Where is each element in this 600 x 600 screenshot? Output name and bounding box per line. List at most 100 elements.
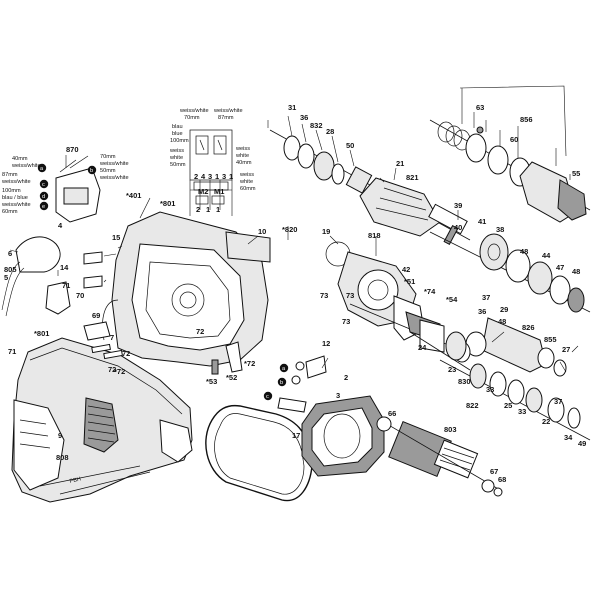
part-832: 832 [310, 121, 323, 130]
part-48b: 48 [572, 267, 580, 276]
wire-top-left-1: weiss/white [179, 108, 209, 114]
part-38: 38 [496, 225, 504, 234]
part-74: *74 [424, 287, 436, 296]
part-39: 39 [454, 201, 462, 210]
wire-top-right-2: 87mm [218, 115, 234, 121]
wire-side-r5: white [239, 179, 253, 185]
switch-term-4: 1 [215, 172, 219, 181]
switch-assembly [1, 155, 103, 317]
part-33b: 33 [518, 407, 526, 416]
part-3: 3 [336, 391, 340, 400]
part-821: 821 [406, 173, 419, 182]
callout-b-2: b [280, 380, 283, 386]
spindle-assembly [269, 129, 471, 246]
part-21: 21 [396, 159, 404, 168]
part-52: *52 [226, 373, 237, 382]
part-72a: *72 [244, 359, 255, 368]
switch-term-5: 3 [222, 172, 226, 181]
wire-note-r4: weiss/white [99, 175, 129, 181]
brand-text: PBH [69, 476, 82, 485]
cover-plate [225, 231, 271, 263]
part-labels: 31 36 832 28 50 21 821 39 40 41 38 48 44… [4, 103, 586, 484]
part-28: 28 [326, 127, 334, 136]
part-870: 870 [66, 145, 79, 154]
wire-side-r4: weiss [239, 172, 254, 178]
part-47: 47 [556, 263, 564, 272]
small-parts-left [83, 321, 327, 413]
part-71a: 71 [62, 281, 70, 290]
rear-housing: PBH [11, 337, 193, 503]
part-6: 6 [8, 249, 12, 258]
wire-note-l7: weiss/white [1, 202, 31, 208]
part-10: 10 [258, 227, 266, 236]
wire-side-r3: 40mm [236, 160, 252, 166]
part-34: 34 [564, 433, 573, 442]
wire-top-right-1: weiss/white [213, 108, 243, 114]
stator-2 [301, 395, 385, 477]
wobble-mechanism [409, 319, 471, 371]
switch-term-6: 1 [229, 172, 233, 181]
part-19: 19 [322, 227, 330, 236]
part-25: 25 [504, 401, 512, 410]
part-37b: 37 [554, 397, 562, 406]
wire-note-l4: weiss/white [1, 179, 31, 185]
part-17: 17 [292, 431, 300, 440]
part-24: 24 [418, 343, 427, 352]
part-73c: 73 [342, 317, 350, 326]
part-48: 48 [520, 247, 528, 256]
wire-side-l6: 50mm [170, 162, 186, 168]
leader-lines [9, 85, 579, 373]
wire-note-r1: 70mm [100, 154, 116, 160]
part-22: 22 [542, 417, 550, 426]
switch-term-1: 2 [194, 172, 198, 181]
callout-c-2: c [266, 394, 269, 400]
wire-note-l1: 40mm [12, 156, 28, 162]
callout-circles: a b c d e a b c [37, 163, 289, 401]
part-12: 12 [322, 339, 330, 348]
part-50: 50 [346, 141, 354, 150]
wire-side-l4: weiss [169, 148, 184, 154]
part-36b: 36 [478, 307, 486, 316]
part-53: *53 [206, 377, 217, 386]
wire-note-l2: weiss/white [11, 163, 41, 169]
part-66: 66 [388, 409, 396, 418]
part-33a: 33 [486, 385, 494, 394]
wire-note-l3: 87mm [2, 172, 18, 178]
part-808: 808 [56, 453, 69, 462]
callout-a-1: a [40, 166, 44, 172]
part-60: 60 [510, 135, 518, 144]
part-67: 67 [490, 467, 498, 476]
wire-top-left-2: 70mm [184, 115, 200, 121]
switch-bottom-3: 1 [216, 205, 220, 214]
part-2: 2 [344, 373, 348, 382]
callout-c-1: c [42, 182, 45, 188]
part-70: 70 [76, 291, 84, 300]
part-51: *51 [404, 277, 415, 286]
part-27: 27 [562, 345, 570, 354]
part-54: *54 [446, 295, 458, 304]
rotor-803 [376, 416, 503, 497]
part-31: 31 [288, 103, 296, 112]
part-826: 826 [522, 323, 535, 332]
part-7: 7 [110, 333, 114, 342]
part-44: 44 [542, 251, 551, 260]
wiring-notes-left: 40mm weiss/white 87mm weiss/white 100mm … [1, 154, 129, 215]
part-72e: 72 [108, 365, 116, 374]
switch-bottom-2: 1 [206, 205, 210, 214]
motor-m1-label: M1 [214, 187, 224, 196]
part-29: 29 [500, 305, 508, 314]
part-14: 14 [60, 263, 69, 272]
wiring-schematic: weiss/white 70mm weiss/white 87mm blau b… [169, 108, 256, 216]
part-855: 855 [544, 335, 557, 344]
gasket-17 [205, 404, 313, 502]
callout-d-1: d [42, 194, 45, 200]
part-801a: *801 [160, 199, 175, 208]
part-801b: *801 [34, 329, 49, 338]
part-69: 69 [92, 311, 100, 320]
wire-side-l2: blue [172, 131, 183, 137]
part-9: 9 [58, 431, 62, 440]
part-23: 23 [448, 365, 456, 374]
wire-side-r6: 60mm [240, 186, 256, 192]
switch-bottom-1: 2 [196, 205, 200, 214]
